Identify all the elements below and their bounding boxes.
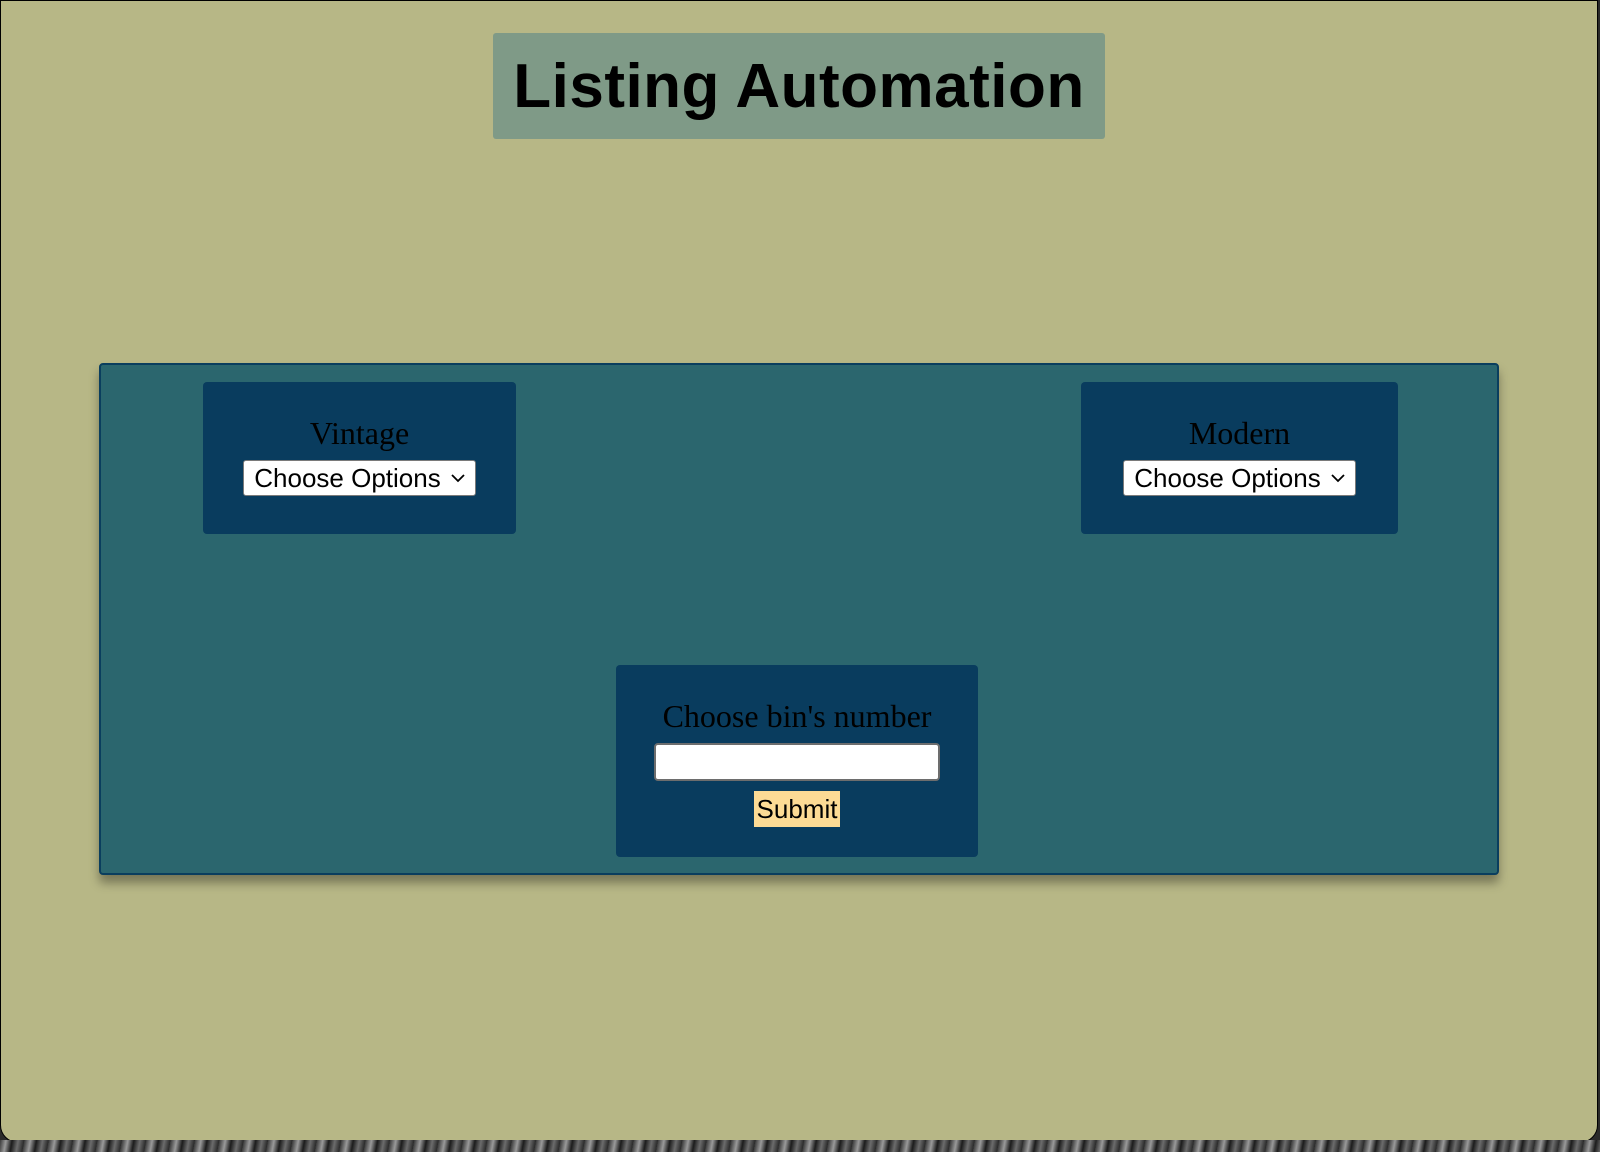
chevron-down-icon bbox=[1331, 474, 1345, 483]
modern-select[interactable]: Choose Options bbox=[1123, 460, 1356, 496]
bin-label: Choose bin's number bbox=[662, 698, 932, 734]
modern-card: Modern Choose Options bbox=[1081, 382, 1398, 534]
vintage-select-value: Choose Options bbox=[254, 462, 441, 493]
vintage-label: Vintage bbox=[309, 415, 410, 451]
submit-button[interactable]: Submit bbox=[753, 791, 841, 827]
modern-label: Modern bbox=[1188, 415, 1291, 451]
page-title-box: Listing Automation bbox=[493, 33, 1105, 139]
bin-card: Choose bin's number Submit bbox=[616, 665, 978, 857]
chevron-down-icon bbox=[451, 474, 465, 483]
bin-number-input[interactable] bbox=[654, 743, 940, 781]
modern-select-value: Choose Options bbox=[1134, 462, 1321, 493]
vintage-card: Vintage Choose Options bbox=[203, 382, 516, 534]
options-panel: Vintage Choose Options Modern Choose Opt… bbox=[99, 363, 1499, 875]
desktop-backdrop bbox=[0, 1140, 1600, 1152]
vintage-select[interactable]: Choose Options bbox=[243, 460, 476, 496]
page-title: Listing Automation bbox=[513, 51, 1085, 121]
